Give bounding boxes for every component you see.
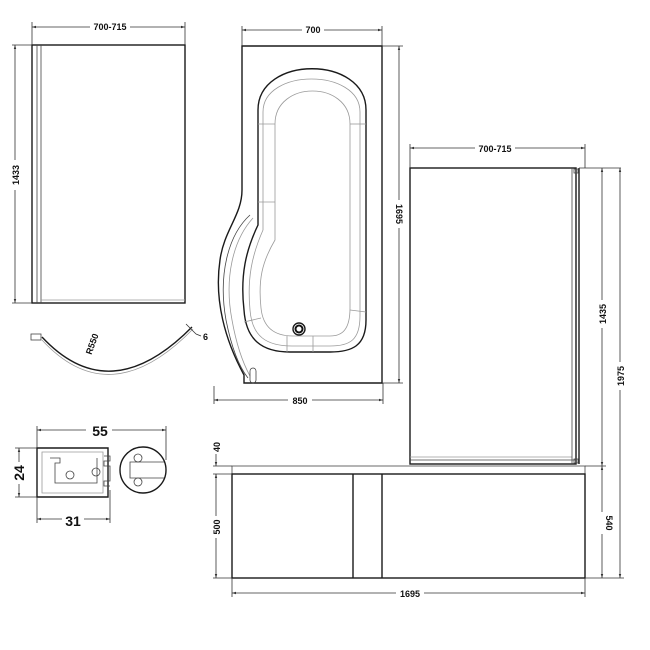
dim-bottom-width-label: 850	[292, 396, 307, 406]
dim-screen-width-label: 700-715	[478, 144, 511, 154]
radius-label: R550	[84, 332, 101, 356]
dim-height-label: 1433	[11, 165, 21, 185]
dim-31-label: 31	[65, 513, 81, 529]
dim-elevation-length-label: 1695	[400, 589, 420, 599]
glass-panel	[31, 44, 186, 304]
bath-rim	[231, 465, 586, 475]
screen-arc	[41, 326, 193, 372]
profile-section: 55 24 31	[11, 420, 167, 529]
dim-width-label: 700-715	[93, 22, 126, 32]
dim-bath-height-label: 540	[604, 515, 614, 530]
dim-length-label: 1695	[394, 204, 404, 224]
screen-hinge	[249, 367, 257, 384]
dim-screen-height-label: 1435	[598, 304, 608, 324]
hinge-profile	[119, 446, 167, 494]
channel-profile	[36, 447, 109, 498]
thickness-label: 6	[203, 332, 208, 342]
dim-rim-label: 40	[212, 442, 222, 452]
screen-front-view: 700-715 1433	[9, 20, 186, 304]
bath-panel	[231, 473, 586, 579]
screen-top-view: 6 R550	[30, 323, 208, 375]
dim-panel-height-label: 500	[212, 519, 222, 534]
bath-outline	[217, 45, 383, 384]
elevation-glass-panel	[409, 167, 577, 465]
bath-basin	[242, 68, 367, 353]
dim-55-label: 55	[92, 423, 108, 439]
dim-total-height-label: 1975	[616, 366, 626, 386]
bath-elevation-view: 700-715 1435 1975 540 40 500	[210, 142, 626, 599]
dim-top-width-label: 700	[305, 25, 320, 35]
dim-24-label: 24	[11, 465, 27, 481]
bath-plan-view: 700 850 1695	[213, 24, 405, 406]
wall-bracket	[30, 333, 42, 341]
waste-outlet-icon	[292, 322, 306, 336]
